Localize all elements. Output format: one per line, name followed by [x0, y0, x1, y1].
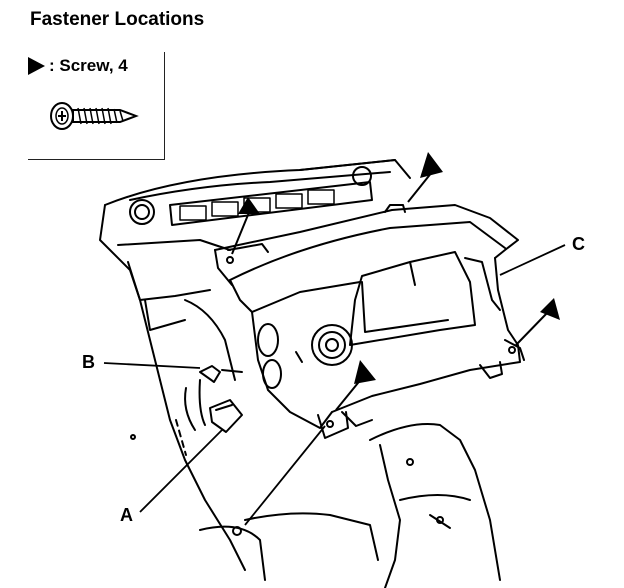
callout-a: A: [120, 505, 133, 525]
callout-b: B: [82, 352, 95, 372]
legend-row: : Screw, 4: [28, 56, 128, 76]
screw-arrow-center: [354, 360, 376, 384]
fastener-legend: : Screw, 4: [28, 52, 165, 160]
screw-arrow-right: [540, 298, 560, 320]
diagram-title: Fastener Locations: [30, 9, 205, 30]
screw-arrow-top: [420, 152, 443, 178]
legend-label: : Screw, 4: [49, 56, 128, 75]
arrow-marker-icon: [28, 57, 45, 75]
callout-c: C: [572, 234, 585, 254]
screw-arrow-upper-left: [238, 197, 260, 214]
screw-location-markers: [238, 152, 560, 384]
screw-icon: [50, 102, 139, 130]
